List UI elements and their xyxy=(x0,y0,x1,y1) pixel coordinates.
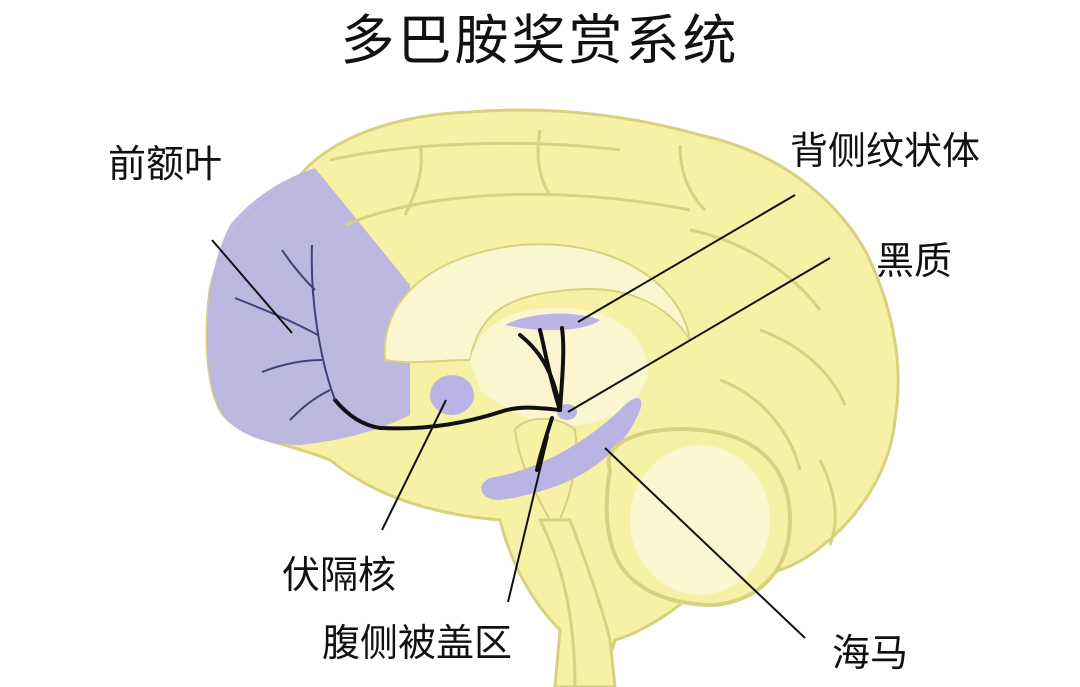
dopamine-pathways xyxy=(333,326,566,472)
nucleus-accumbens-region xyxy=(430,375,474,415)
label-nucleus-accumbens: 伏隔核 xyxy=(282,553,397,597)
corpus-callosum xyxy=(383,243,691,364)
brainstem xyxy=(537,518,617,687)
pointer-lines xyxy=(211,194,831,639)
hippocampus-region xyxy=(481,398,642,500)
label-substantia-nigra: 黑质 xyxy=(876,239,953,283)
dorsal-striatum-region xyxy=(505,313,600,331)
diagram-title: 多巴胺奖赏系统 xyxy=(340,9,740,72)
label-prefrontal: 前额叶 xyxy=(108,142,223,186)
label-dorsal-striatum: 背侧纹状体 xyxy=(790,129,981,173)
label-vta: 腹侧被盖区 xyxy=(322,621,513,665)
gyri-lines xyxy=(329,129,847,546)
label-hippocampus: 海马 xyxy=(832,631,909,675)
inner-region xyxy=(470,307,649,426)
prefrontal-region xyxy=(207,168,410,445)
cerebellum-inner xyxy=(630,445,770,595)
